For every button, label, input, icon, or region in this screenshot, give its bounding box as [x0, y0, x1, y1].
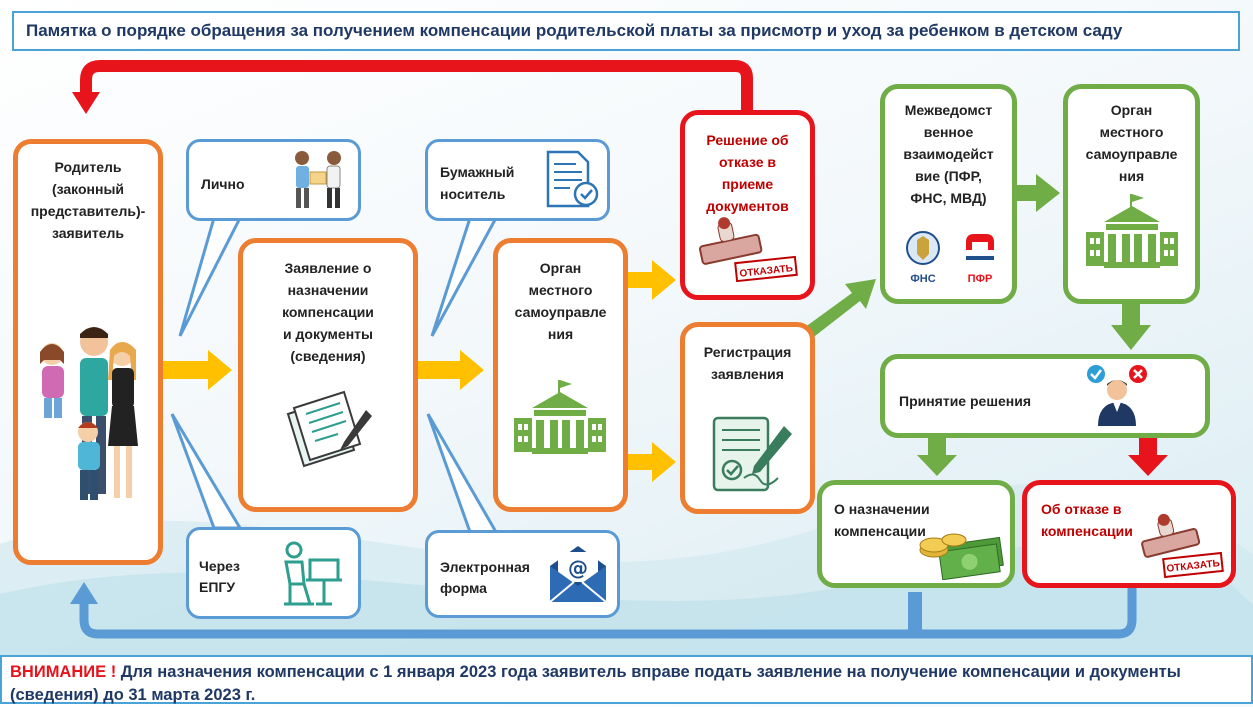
interagency-box: Межведомст венное взаимодейст вие (ПФР, …: [880, 84, 1017, 304]
refusal-docs-label-1: Решение об: [706, 132, 789, 148]
application-label-3: компенсации: [282, 304, 374, 320]
deny-label-1: Об отказе в: [1041, 501, 1122, 517]
authority-label-4: ния: [547, 326, 574, 342]
refusal-docs-label-4: документов: [706, 198, 789, 214]
grant-label-1: О назначении: [834, 501, 930, 517]
authority2-label-4: ния: [1118, 168, 1145, 184]
refusal-docs-label-3: приеме: [721, 176, 774, 192]
grant-label-2: компенсации: [834, 523, 926, 539]
government-building-icon-2: [1086, 194, 1178, 268]
application-label-1: Заявление о: [284, 260, 372, 276]
bubble-tail-electronic: [426, 413, 499, 534]
email-envelope-icon: @: [549, 546, 607, 603]
registration-label-1: Регистрация: [703, 344, 792, 360]
parent-label-4: заявитель: [51, 225, 125, 241]
application-label-4: и документы: [283, 326, 373, 342]
application-label-5: (сведения): [290, 348, 366, 364]
family-icon: [40, 327, 138, 500]
interagency-label-2: венное: [923, 124, 974, 140]
interagency-label-3: взаимодейст: [903, 146, 994, 162]
parent-label-1: Родитель: [54, 159, 122, 175]
yellow-arrow-1: [152, 350, 232, 390]
interagency-label-1: Межведомст: [904, 102, 993, 118]
registration-label-2: заявления: [711, 366, 784, 382]
pfr-logo-icon: ПФР: [966, 234, 994, 285]
authority2-label-3: самоуправле: [1085, 146, 1178, 162]
red-arrow-down: [1128, 432, 1168, 476]
deny-label-2: компенсации: [1041, 523, 1133, 539]
authority2-label-2: местного: [1099, 124, 1164, 140]
documents-icon: [286, 390, 372, 468]
channel-electronic-label-1: Электронная: [440, 559, 530, 575]
interagency-label-5: ФНС, МВД): [910, 190, 987, 206]
refusal-docs-label-2: отказе в: [718, 154, 777, 170]
yellow-arrow-2: [404, 350, 484, 390]
green-arrow-down-2: [917, 432, 957, 476]
attention-text: Для назначения компенсации с 1 января 20…: [10, 663, 1181, 704]
authority-label-1: Орган: [539, 260, 582, 276]
green-diagonal-arrow: [797, 279, 876, 343]
paper-document-icon: [546, 150, 599, 208]
decision-maker-icon: [1087, 365, 1147, 426]
bubble-tail-epgu: [170, 413, 243, 530]
computer-user-icon: [284, 541, 342, 606]
handshake-icon: [295, 151, 341, 208]
red-return-arrowhead: [72, 92, 100, 114]
channel-epgu-label-1: Через: [199, 558, 240, 574]
fns-logo-text: ФНС: [910, 273, 935, 285]
authority2-label-1: Орган: [1110, 102, 1153, 118]
refusal-stamp-icon-2: ОТКАЗАТЬ: [1141, 513, 1224, 579]
channel-electronic-label-2: форма: [440, 580, 487, 596]
registration-form-icon: [712, 416, 792, 492]
attention-label: ВНИМАНИЕ !: [10, 663, 117, 681]
deny-compensation-box: Об отказе в компенсации: [1022, 480, 1236, 588]
authority-box: Орган местного самоуправле ния: [493, 238, 628, 512]
parent-label-2: (законный: [51, 181, 125, 197]
interagency-label-4: вие (ПФР,: [915, 168, 982, 184]
refusal-stamp-icon: ОТКАЗАТЬ: [699, 217, 798, 283]
authority-label-3: самоуправле: [514, 304, 607, 320]
green-arrow-right: [1004, 174, 1060, 212]
yellow-arrow-3: [614, 260, 676, 300]
application-box: Заявление о назначении компенсации и док…: [238, 238, 418, 512]
page-title: Памятка о порядке обращения за получение…: [12, 11, 1240, 51]
svg-text:@: @: [568, 556, 588, 580]
channel-personal-label: Лично: [201, 176, 245, 192]
bubble-tail-paper: [430, 216, 499, 337]
bubble-tail-personal: [178, 216, 243, 337]
green-arrow-down-1: [1111, 292, 1151, 350]
refusal-documents-box: Решение об отказе в приеме документов: [680, 110, 815, 300]
channel-paper-label-1: Бумажный: [440, 164, 515, 180]
application-label-2: назначении: [287, 282, 369, 298]
money-icon: [919, 533, 1004, 580]
parent-label-3: представитель)-: [30, 203, 146, 219]
pfr-logo-text: ПФР: [968, 273, 993, 285]
channel-epgu-label-2: ЕПГУ: [199, 579, 236, 595]
yellow-arrow-4: [614, 442, 676, 482]
channel-paper-label-2: носитель: [440, 186, 506, 202]
blue-return-arrowhead: [70, 582, 98, 604]
government-building-icon: [514, 380, 606, 454]
attention-footer: ВНИМАНИЕ ! Для назначения компенсации с …: [0, 655, 1253, 704]
authority-label-2: местного: [528, 282, 593, 298]
decision-label: Принятие решения: [899, 393, 1032, 409]
fns-logo-icon: ФНС: [906, 231, 940, 285]
decision-box: Принятие решения: [880, 354, 1210, 438]
